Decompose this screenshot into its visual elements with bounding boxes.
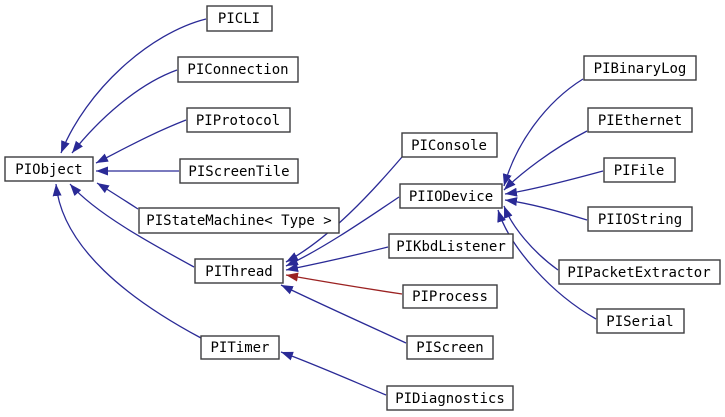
node-piserial-label: PISerial — [606, 314, 673, 330]
node-piprotocol-label: PIProtocol — [196, 113, 280, 129]
node-pitimer-label: PITimer — [210, 340, 269, 356]
node-piiodevice-box — [399, 183, 503, 209]
node-pipacketextractor-label: PIPacketExtractor — [567, 265, 710, 281]
node-piprotocol[interactable]: PIProtocol — [186, 107, 291, 133]
node-pistatemachine-label: PIStateMachine< Type > — [146, 213, 331, 229]
edge-piiodevice-to-pithread — [285, 196, 400, 267]
node-pidiagnostics-box — [386, 385, 514, 411]
edge-piiostring-to-piiodevice — [504, 197, 588, 221]
node-piiostring[interactable]: PIIOString — [587, 206, 693, 232]
node-pistatemachine-box — [138, 207, 340, 234]
node-pithread[interactable]: PIThread — [194, 258, 284, 284]
node-piobject[interactable]: PIObject — [4, 156, 94, 182]
node-piconnection[interactable]: PIConnection — [177, 56, 299, 83]
node-piserial-box — [596, 308, 685, 334]
node-pitimer-box — [200, 335, 280, 360]
node-piconnection-box — [177, 56, 299, 83]
edge-pithread-to-piobject — [69, 183, 195, 268]
node-pithread-label: PIThread — [205, 264, 272, 280]
node-piconnection-label: PIConnection — [187, 62, 288, 78]
edge-pipacketextractor-to-piiodevice — [503, 205, 559, 271]
node-pikbdlistener-label: PIKbdListener — [396, 239, 506, 255]
node-piprotocol-box — [186, 107, 291, 133]
edge-pibinarylog-to-piiodevice — [502, 78, 584, 187]
node-piscreen-box — [406, 335, 494, 360]
node-piconsole-label: PIConsole — [411, 138, 487, 154]
node-pibinarylog-box — [583, 55, 697, 81]
node-piethernet-box — [587, 107, 693, 133]
nodes: PIObject PICLI PIConnection PIProtocol P… — [4, 5, 721, 411]
node-piscreentile-box — [179, 158, 299, 184]
node-piobject-box — [4, 156, 94, 182]
node-piiostring-box — [587, 206, 693, 232]
node-piscreen[interactable]: PIScreen — [406, 335, 494, 360]
edge-piethernet-to-piiodevice — [503, 130, 588, 191]
edge-piprocess-to-pithread — [285, 272, 403, 295]
node-piethernet-label: PIEthernet — [598, 113, 682, 129]
node-piprocess-box — [402, 284, 498, 309]
node-pifile-box — [603, 157, 676, 183]
node-pikbdlistener-box — [388, 233, 514, 259]
node-picli-label: PICLI — [218, 11, 260, 27]
node-pithread-box — [194, 258, 284, 284]
node-pipacketextractor-box — [558, 259, 721, 285]
node-piethernet[interactable]: PIEthernet — [587, 107, 693, 133]
node-pitimer[interactable]: PITimer — [200, 335, 280, 360]
node-piprocess[interactable]: PIProcess — [402, 284, 498, 309]
node-piconsole[interactable]: PIConsole — [401, 132, 498, 158]
node-pibinarylog[interactable]: PIBinaryLog — [583, 55, 697, 81]
edge-piprotocol-to-piobject — [95, 119, 187, 164]
node-piiodevice-label: PIIODevice — [409, 189, 493, 205]
node-piscreen-label: PIScreen — [416, 340, 483, 356]
edge-pistatemachine-to-piobject — [96, 182, 139, 210]
edge-piconsole-to-pithread — [285, 156, 403, 263]
node-pifile-label: PIFile — [614, 163, 665, 179]
edge-pifile-to-piiodevice — [504, 170, 604, 197]
edge-piconnection-to-piobject — [71, 69, 178, 154]
node-piserial[interactable]: PISerial — [596, 308, 685, 334]
node-picli[interactable]: PICLI — [206, 5, 273, 32]
node-piiodevice[interactable]: PIIODevice — [399, 183, 503, 209]
node-piobject-label: PIObject — [15, 162, 82, 178]
edge-picli-to-piobject — [60, 18, 207, 154]
node-pistatemachine[interactable]: PIStateMachine< Type > — [138, 207, 340, 234]
node-pikbdlistener[interactable]: PIKbdListener — [388, 233, 514, 259]
node-picli-box — [206, 5, 273, 32]
node-piiostring-label: PIIOString — [598, 212, 682, 228]
node-piconsole-box — [401, 132, 498, 158]
node-piscreentile[interactable]: PIScreenTile — [179, 158, 299, 184]
node-piscreentile-label: PIScreenTile — [188, 164, 289, 180]
node-pidiagnostics[interactable]: PIDiagnostics — [386, 385, 514, 411]
edge-piserial-to-piiodevice — [497, 209, 597, 320]
edge-piscreen-to-pithread — [280, 284, 407, 344]
node-pibinarylog-label: PIBinaryLog — [594, 61, 687, 77]
edge-pitimer-to-piobject — [52, 183, 202, 339]
node-pipacketextractor[interactable]: PIPacketExtractor — [558, 259, 721, 285]
node-pifile[interactable]: PIFile — [603, 157, 676, 183]
edges — [52, 18, 604, 396]
edge-pikbdlistener-to-pithread — [285, 246, 389, 273]
node-piprocess-label: PIProcess — [412, 289, 488, 305]
edge-pidiagnostics-to-pitimer — [280, 351, 387, 396]
node-pidiagnostics-label: PIDiagnostics — [395, 391, 505, 407]
